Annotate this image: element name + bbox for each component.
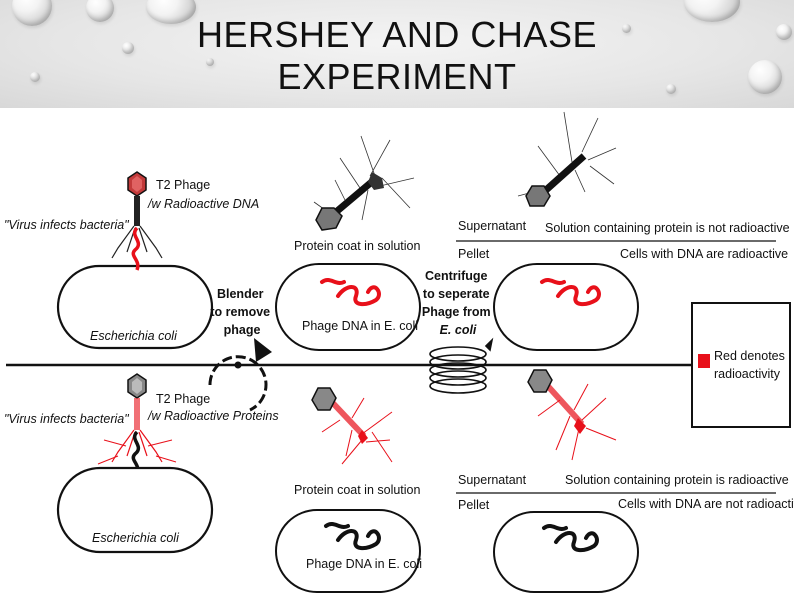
dna-bottom-pellet bbox=[542, 524, 599, 553]
radioactive-dna-top-pellet bbox=[540, 278, 601, 307]
title-banner: HERSHEY AND CHASE EXPERIMENT bbox=[0, 0, 794, 108]
blender-line-2: to remove bbox=[210, 305, 270, 319]
blender-line-3: phage bbox=[224, 323, 261, 337]
water-drop bbox=[622, 24, 631, 33]
legend-line-2: radioactivity bbox=[714, 367, 781, 381]
ecoli-cell-top-3 bbox=[493, 263, 639, 351]
page-title: HERSHEY AND CHASE EXPERIMENT bbox=[0, 14, 794, 98]
water-drop bbox=[748, 60, 782, 94]
pellet-result-top: Cells with DNA are radioactive bbox=[620, 247, 788, 261]
ecoli-cell-bottom-2 bbox=[275, 509, 421, 593]
water-drop bbox=[776, 24, 792, 40]
infects-label-top: "Virus infects bacteria" bbox=[4, 218, 129, 232]
ecoli-label-top: Escherichia coli bbox=[90, 329, 178, 343]
phage-coat-bottom-right bbox=[527, 369, 617, 461]
centrifuge-line-2: to seperate bbox=[423, 287, 490, 301]
centrifuge-coil-icon bbox=[429, 337, 494, 394]
centrifuge-line-1: Centrifuge bbox=[425, 269, 488, 283]
blender-line-1: Blender bbox=[217, 287, 264, 301]
dna-bottom bbox=[324, 522, 381, 551]
t2-phage-radioactive-dna bbox=[111, 171, 163, 271]
title-line-2: EXPERIMENT bbox=[277, 56, 517, 97]
infects-label-bottom: "Virus infects bacteria" bbox=[4, 412, 129, 426]
pellet-label-bottom: Pellet bbox=[458, 498, 490, 512]
ecoli-cell-top-2 bbox=[275, 263, 421, 351]
supernatant-label-bottom: Supernatant bbox=[458, 473, 527, 487]
phage-coat-bottom bbox=[311, 387, 393, 465]
blender-label: Blender to remove phage bbox=[210, 287, 273, 337]
water-drop bbox=[666, 84, 676, 94]
ecoli-label-bottom: Escherichia coli bbox=[92, 531, 180, 545]
water-drop bbox=[30, 72, 40, 82]
pellet-result-bottom: Cells with DNA are not radioactive bbox=[618, 497, 794, 511]
protein-coat-label-top: Protein coat in solution bbox=[294, 239, 421, 253]
centrifuge-line-4: E. coli bbox=[440, 323, 477, 337]
blender-rotation-icon bbox=[208, 338, 272, 412]
centrifuge-label: Centrifuge to seperate Phage from E. col… bbox=[422, 269, 494, 337]
protein-coat-label-bottom: Protein coat in solution bbox=[294, 483, 421, 497]
ecoli-cell-bottom-3 bbox=[493, 511, 639, 593]
t2-phage-radioactive-protein bbox=[97, 373, 177, 475]
supernatant-result-bottom: Solution containing protein is radioacti… bbox=[565, 473, 789, 487]
legend-swatch bbox=[698, 354, 710, 368]
water-drop bbox=[122, 42, 134, 54]
ecoli-cell-top bbox=[56, 264, 214, 350]
supernatant-result-top: Solution containing protein is not radio… bbox=[545, 221, 790, 235]
legend-line-1: Red denotes bbox=[714, 349, 785, 363]
phage-label-top: /w Radioactive DNA bbox=[147, 197, 259, 211]
water-drop bbox=[684, 0, 740, 22]
radioactive-dna-top bbox=[320, 278, 381, 307]
phage-name-bottom: T2 Phage bbox=[156, 392, 210, 406]
centrifuge-line-3: Phage from bbox=[422, 305, 491, 319]
supernatant-label-top: Supernatant bbox=[458, 219, 527, 233]
phage-label-bottom: /w Radioactive Proteins bbox=[147, 409, 279, 423]
phage-coat-top bbox=[313, 135, 415, 231]
phage-dna-label-top: Phage DNA in E. coli bbox=[302, 319, 418, 333]
ecoli-cell-bottom bbox=[56, 466, 214, 554]
water-drop bbox=[206, 58, 214, 66]
water-drop bbox=[86, 0, 114, 22]
title-line-1: HERSHEY AND CHASE bbox=[197, 14, 597, 55]
phage-name-top: T2 Phage bbox=[156, 178, 210, 192]
phage-dna-label-bottom: Phage DNA in E. coli bbox=[306, 557, 422, 571]
phage-coat-top-right bbox=[517, 111, 617, 207]
pellet-label-top: Pellet bbox=[458, 247, 490, 261]
